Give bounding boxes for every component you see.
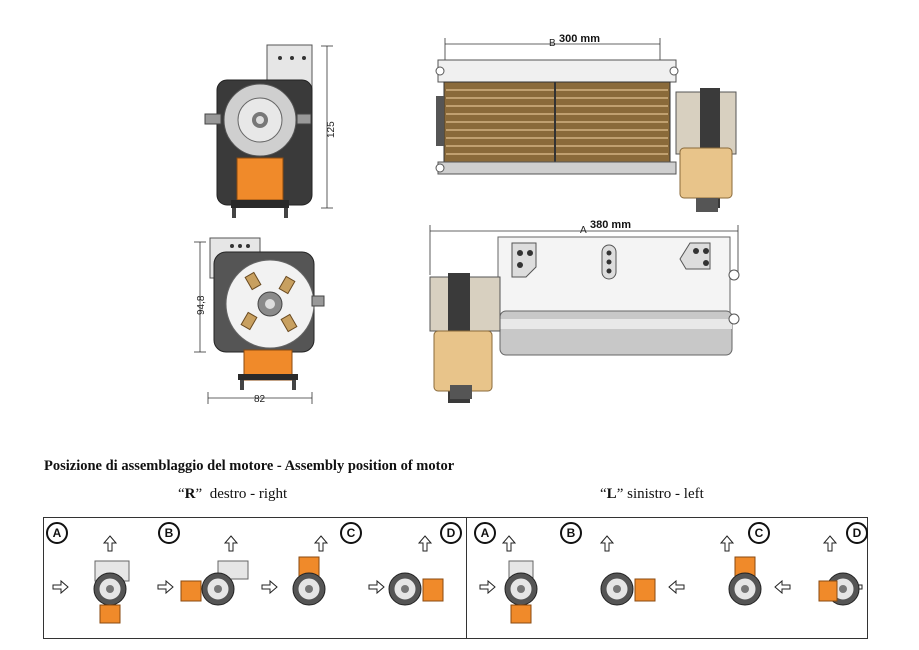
position-sketches — [52, 535, 863, 624]
position-badge-r-c: C — [340, 522, 362, 544]
orientation-letter: R — [184, 486, 196, 502]
position-badge-l-c: C — [748, 522, 770, 544]
svg-text:A: A — [580, 225, 587, 236]
rotor-width-dim: 82 — [254, 394, 266, 405]
svg-text:125: 125 — [326, 121, 337, 138]
side-dim-label: 125 — [326, 121, 337, 138]
position-badge-r-b: B — [158, 522, 180, 544]
orientation-text: sinistro - left — [623, 486, 704, 502]
position-badge-l-a: A — [474, 522, 496, 544]
orientation-text: destro - right — [202, 486, 288, 502]
quote-open: “ — [178, 486, 185, 502]
svg-text:B: B — [549, 38, 556, 49]
rear-view-dims: A 380 mm — [580, 219, 631, 236]
position-badge-r-d: D — [440, 522, 462, 544]
quote-open: “ — [600, 486, 607, 502]
orientation-letter: L — [606, 486, 617, 502]
orientation-left-title: “L” sinistro - left — [600, 486, 704, 503]
position-badge-l-d: D — [846, 522, 868, 544]
quote-close: ” — [616, 486, 624, 502]
orientation-right-title: “R” destro - right — [178, 486, 287, 503]
assembly-section-title: Posizione di assemblaggio del motore - A… — [44, 458, 455, 474]
svg-text:380 mm: 380 mm — [590, 219, 631, 231]
panel-divider — [466, 517, 467, 639]
position-badge-l-b: B — [560, 522, 582, 544]
rotor-height-dim: 94,8 — [196, 295, 207, 315]
motor-side-view — [204, 44, 333, 218]
position-badge-r-a: A — [46, 522, 68, 544]
blower-front-view — [435, 38, 737, 212]
svg-text:94,8: 94,8 — [196, 295, 207, 315]
quote-close: ” — [195, 486, 203, 502]
blower-rear-view — [429, 225, 740, 403]
motor-rotor-view — [194, 237, 325, 404]
svg-text:300 mm: 300 mm — [559, 33, 600, 45]
front-view-dims: B 300 mm — [549, 33, 600, 49]
assembly-positions-panel — [43, 517, 868, 639]
svg-text:82: 82 — [254, 394, 266, 405]
